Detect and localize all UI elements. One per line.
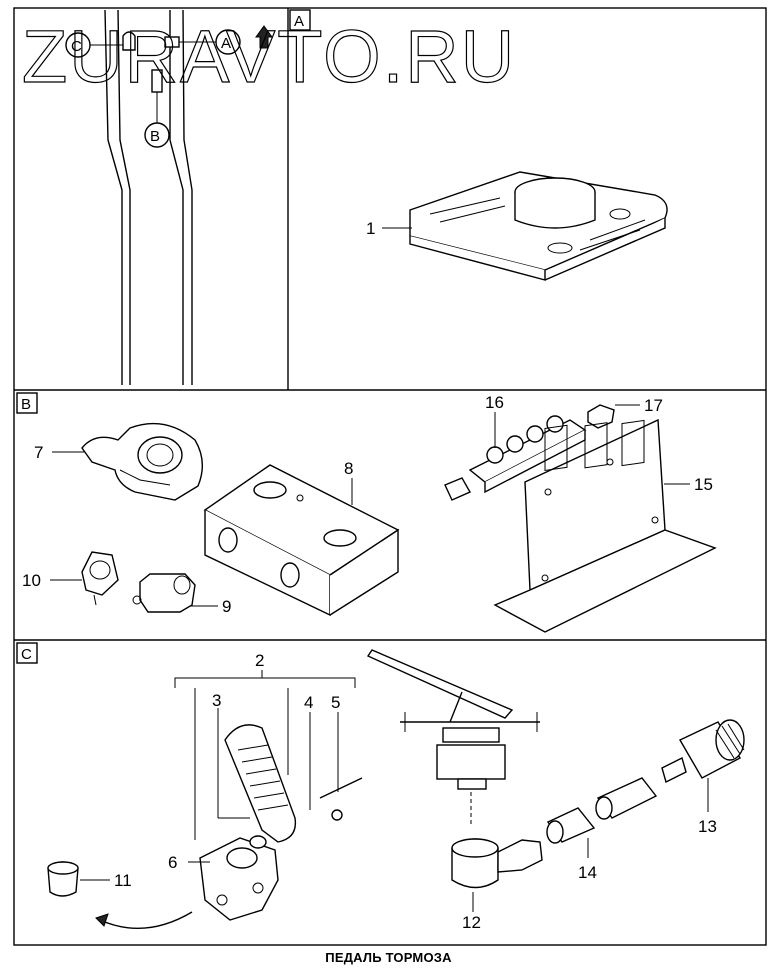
part-8-distribution-block	[203, 464, 400, 617]
part-5-pin	[319, 777, 363, 821]
part-2-pedal-pad	[224, 724, 297, 843]
svg-text:A: A	[221, 35, 231, 52]
front-arrow-icon	[255, 25, 273, 49]
svg-text:B: B	[150, 128, 160, 145]
part-label-11: 11	[114, 871, 132, 890]
part-label-3: 3	[212, 691, 221, 710]
part-11-cap	[47, 861, 79, 897]
part-label-4: 4	[304, 693, 313, 712]
outer-frame	[13, 7, 767, 946]
section-label-a: A	[294, 13, 304, 30]
part-label-9: 9	[222, 597, 231, 616]
part-label-12: 12	[462, 913, 481, 932]
part-1-mounting-plate	[409, 171, 668, 281]
section-label-c: C	[21, 646, 32, 663]
svg-text:C: C	[71, 38, 82, 55]
callout-b: B	[144, 69, 170, 148]
part-16-manifold	[444, 415, 587, 501]
callout-c: C	[65, 31, 136, 58]
part-9-switch	[132, 573, 196, 613]
group-bracket-2	[174, 670, 356, 688]
part-12-elbow-fitting	[451, 838, 543, 889]
rotation-arrow-icon	[99, 911, 193, 929]
watermark-text: ZURAVTO.RU	[22, 15, 516, 98]
part-label-1: 1	[366, 219, 375, 238]
part-7-valve	[81, 422, 203, 501]
frame-rails	[104, 9, 193, 385]
part-label-14: 14	[578, 863, 597, 882]
part-label-7: 7	[34, 443, 43, 462]
part-14-hose	[546, 777, 658, 844]
part-6-brake-valve	[199, 835, 279, 921]
pedal-floor-schematic	[366, 649, 540, 825]
part-15-bracket	[493, 418, 717, 633]
part-label-10: 10	[22, 571, 41, 590]
part-10-sensor	[81, 551, 119, 606]
section-label-b: B	[21, 396, 31, 413]
part-label-17: 17	[644, 396, 663, 415]
callout-a: A	[164, 29, 241, 55]
part-label-15: 15	[694, 475, 713, 494]
part-label-2: 2	[255, 651, 264, 670]
part-label-8: 8	[344, 459, 353, 478]
part-label-6: 6	[168, 853, 177, 872]
part-13-reservoir-cap	[661, 719, 745, 784]
part-label-16: 16	[485, 393, 504, 412]
part-label-13: 13	[698, 817, 717, 836]
figure-caption: ПЕДАЛЬ ТОРМОЗА	[325, 950, 452, 965]
part-label-5: 5	[331, 693, 340, 712]
